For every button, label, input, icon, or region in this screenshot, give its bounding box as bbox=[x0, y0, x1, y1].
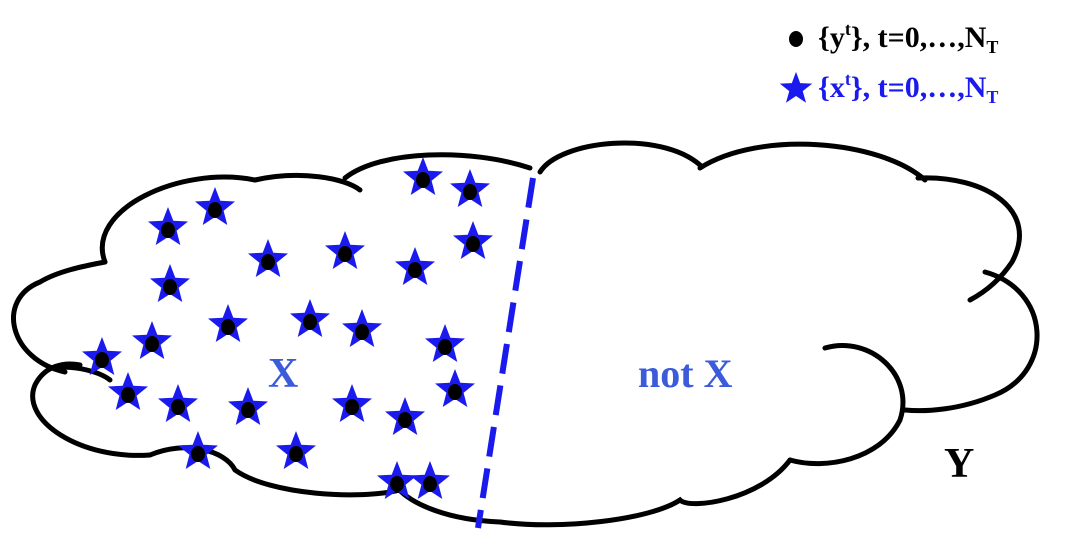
cloud-outline-icon bbox=[11, 140, 1040, 528]
black-dot-icon bbox=[163, 279, 177, 295]
black-dot-icon bbox=[408, 262, 422, 278]
black-dot-icon bbox=[171, 399, 185, 415]
cloud-arc-top-middle bbox=[342, 152, 533, 181]
black-dot-icon bbox=[221, 319, 235, 335]
black-dot-icon bbox=[289, 446, 303, 462]
black-dot-icon bbox=[466, 236, 480, 252]
black-dot-icon bbox=[161, 222, 175, 238]
region-label-x: X bbox=[268, 351, 299, 397]
dashed-boundary-line bbox=[475, 177, 536, 529]
legend-x: {xt}, t=0,…,NT bbox=[778, 68, 998, 108]
black-dot-icon bbox=[345, 399, 359, 415]
cloud-arc-bottom-right bbox=[497, 457, 793, 528]
black-dot-icon bbox=[423, 476, 437, 492]
black-dot-icon bbox=[303, 314, 317, 330]
black-dot-icon bbox=[121, 387, 135, 403]
black-dot-icon bbox=[261, 254, 275, 270]
cloud-arc-left-inner bbox=[52, 364, 113, 383]
cloud-arc-left-upper bbox=[11, 259, 108, 375]
cloud-arc-right-upper bbox=[915, 175, 1022, 303]
legend-y-text: {yt}, t=0,…,NT bbox=[818, 18, 999, 57]
black-dot-icon bbox=[338, 246, 352, 262]
black-dot-icon bbox=[191, 446, 205, 462]
black-dot-icon bbox=[208, 202, 222, 218]
legend-y: {yt}, t=0,…,NT bbox=[778, 18, 998, 58]
cloud-arc-top-left bbox=[100, 173, 363, 265]
blue-star-icon bbox=[778, 69, 814, 107]
black-dot-icon bbox=[145, 336, 159, 352]
black-dot-icon bbox=[241, 402, 255, 418]
space-label-y: Y bbox=[944, 441, 975, 487]
black-dot-icon bbox=[398, 412, 412, 428]
cloud-arc-left-lower bbox=[30, 361, 153, 458]
cloud-arc-top-right-1 bbox=[537, 140, 703, 175]
cloud-arc-top-right-2 bbox=[697, 141, 928, 183]
region-label-not-x: not X bbox=[638, 351, 733, 396]
black-dot-icon bbox=[95, 352, 109, 368]
black-dot-icon bbox=[390, 476, 404, 492]
black-dot-icon bbox=[438, 339, 452, 355]
legend-x-text: {xt}, t=0,…,NT bbox=[818, 68, 999, 107]
black-dot-icon bbox=[416, 172, 430, 188]
cloud-arc-inner-right bbox=[787, 343, 906, 467]
sample-points bbox=[82, 157, 493, 499]
cloud-arc-right-middle bbox=[902, 269, 1040, 414]
black-dot-icon bbox=[355, 324, 369, 340]
cloud-arc-bottom-left bbox=[147, 445, 403, 498]
black-dot-icon bbox=[463, 184, 477, 200]
black-dot-icon bbox=[448, 384, 462, 400]
black-dot-icon bbox=[778, 26, 814, 50]
